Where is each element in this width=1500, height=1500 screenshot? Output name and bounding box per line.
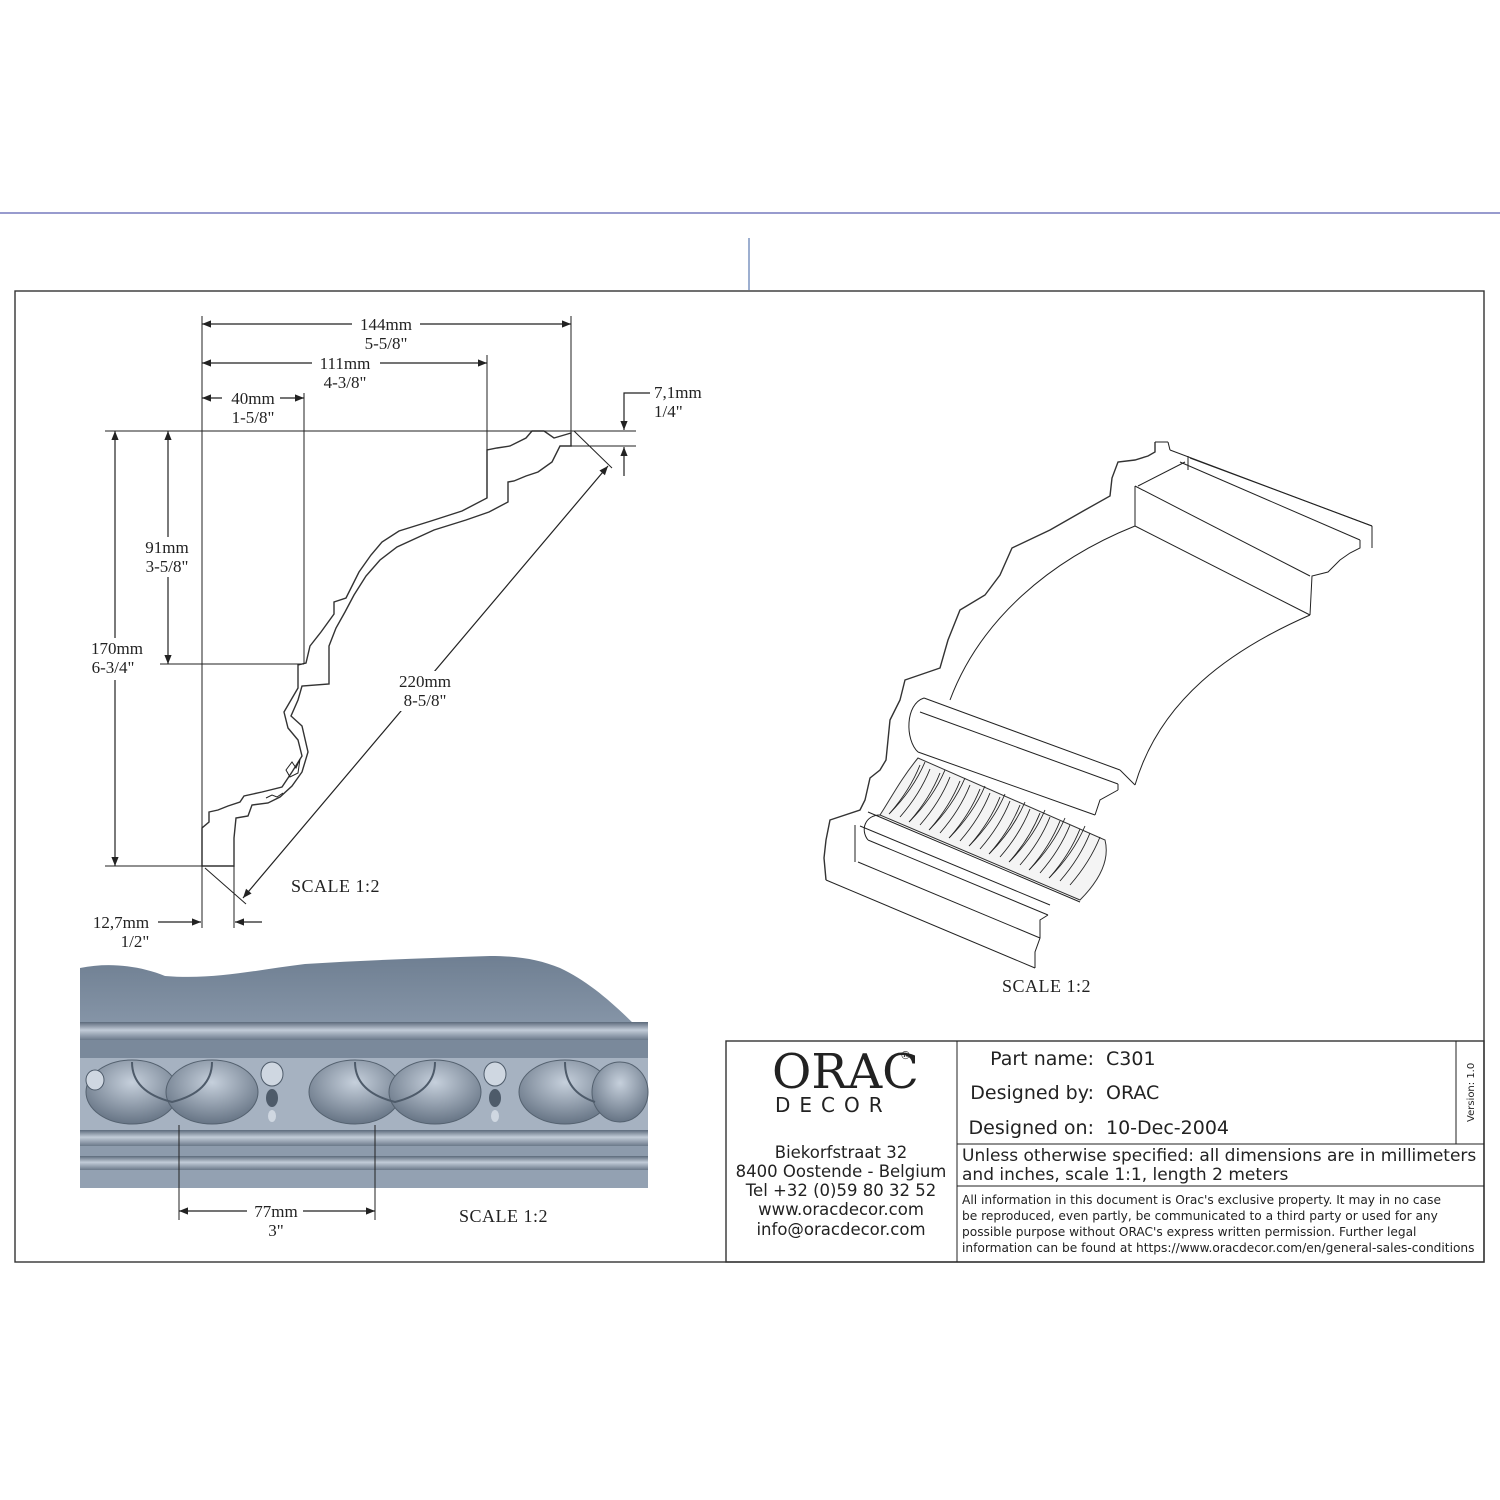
version-label: Version: 1.0 [1466,1063,1477,1122]
iso-ornament-pattern [888,761,1101,886]
spec-note-line-2: and inches, scale 1:1, length 2 meters [962,1165,1288,1185]
spec-note-line-1: Unless otherwise specified: all dimensio… [962,1146,1476,1166]
designed-by-label: Designed by: [970,1082,1094,1104]
dim-height-91-in: 3-5/8" [146,557,189,576]
dim-height-91-mm: 91mm [145,538,188,557]
designed-by-value: ORAC [1106,1082,1159,1104]
iso-scale-label: SCALE 1:2 [1002,976,1091,996]
dim-pitch-77-in: 3" [268,1221,283,1240]
dim-diagonal-220-mm: 220mm [399,672,451,691]
profile-section-view: 144mm 5-5/8" 111mm 4-3/8" 40mm 1-5/8" 7,… [91,314,702,951]
decor-logo-text: DECOR [775,1093,892,1117]
address-street: Biekorfstraat 32 [775,1143,908,1162]
detail-upper-band [80,1022,648,1040]
iso-profile-outline [823,442,1156,881]
detail-front-view: 77mm 3" SCALE 1:2 [80,956,649,1240]
dim-width-111-in: 4-3/8" [324,373,367,392]
address-email: info@oracdecor.com [756,1220,925,1239]
dim-width-111-mm: 111mm [320,354,371,373]
dim-width-144-in: 5-5/8" [365,334,408,353]
detail-leaf-ornaments [85,1059,649,1125]
dim-top-7-1-in: 1/4" [654,402,683,421]
legal-line-2: be reproduced, even partly, be communica… [962,1209,1438,1223]
isometric-view: SCALE 1:2 [823,441,1373,996]
dim-width-40-mm: 40mm [231,389,274,408]
dim-base-12-7-in: 1/2" [121,932,150,951]
registered-mark: ® [900,1049,911,1062]
designed-on-value: 10-Dec-2004 [1106,1117,1229,1139]
dim-width-40-in: 1-5/8" [232,408,275,427]
dim-pitch-77-mm: 77mm [254,1202,297,1221]
dim-height-170-mm: 170mm [91,639,143,658]
orac-logo: ORAC [772,1044,919,1100]
legal-line-1: All information in this document is Orac… [962,1193,1441,1207]
profile-scale-label: SCALE 1:2 [291,876,380,896]
dim-height-170-in: 6-3/4" [92,658,135,677]
detail-scale-label: SCALE 1:2 [459,1206,548,1226]
legal-line-3: possible purpose without ORAC's express … [962,1225,1416,1239]
part-name-label: Part name: [990,1048,1094,1070]
dim-top-7-1-mm: 7,1mm [654,383,702,402]
cornice-profile-outline [201,430,572,867]
address-city: 8400 Oostende - Belgium [736,1162,947,1181]
address-website: www.oracdecor.com [758,1200,924,1219]
legal-line-4: information can be found at https://www.… [962,1241,1475,1255]
designed-on-label: Designed on: [969,1117,1094,1139]
detail-lower-band [80,1130,648,1146]
title-block: ORAC ® DECOR Biekorfstraat 32 8400 Ooste… [725,1040,1485,1263]
address-phone: Tel +32 (0)59 80 32 52 [745,1181,936,1200]
dim-width-144-mm: 144mm [360,315,412,334]
dim-base-12-7-mm: 12,7mm [93,913,149,932]
dim-diagonal-220-in: 8-5/8" [404,691,447,710]
part-name-value: C301 [1106,1048,1156,1070]
